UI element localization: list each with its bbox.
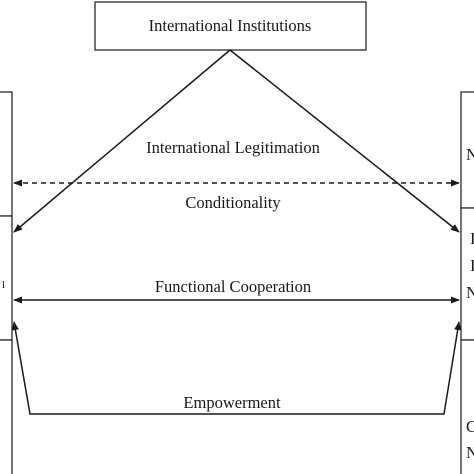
legitimation-label-bg (133, 136, 333, 158)
right-box-top-fragment: N (466, 145, 474, 164)
international-institutions-box (94, 1, 367, 51)
right-box-bottom (460, 339, 474, 474)
right-box-bottom-fragment-2: N (466, 443, 474, 462)
left-box-top (0, 91, 13, 217)
legitimation-arrow-right (229, 49, 460, 233)
right-box-middle (460, 207, 474, 341)
empowerment-arrow (11, 321, 462, 415)
left-box-middle (0, 215, 13, 341)
left-box-stack: l (0, 91, 13, 474)
functional-cooperation-label: Functional Cooperation (155, 277, 311, 296)
left-box-middle-fragment: l (2, 279, 5, 291)
right-box-middle-fragment-1: I (470, 229, 474, 248)
right-box-middle-fragment-3: N (466, 283, 474, 302)
right-box-top (460, 91, 474, 209)
international-institutions-label: International Institutions (149, 16, 312, 35)
right-box-stack: N I I N C N (460, 91, 474, 474)
legitimation-arrow-left (13, 49, 231, 233)
international-legitimation-label: International Legitimation (146, 138, 320, 157)
conditionality-label: Conditionality (185, 193, 281, 212)
left-box-bottom (0, 339, 13, 474)
right-box-middle-fragment-2: I (470, 256, 474, 275)
right-box-bottom-fragment-1: C (466, 417, 474, 436)
empowerment-label: Empowerment (183, 393, 281, 412)
